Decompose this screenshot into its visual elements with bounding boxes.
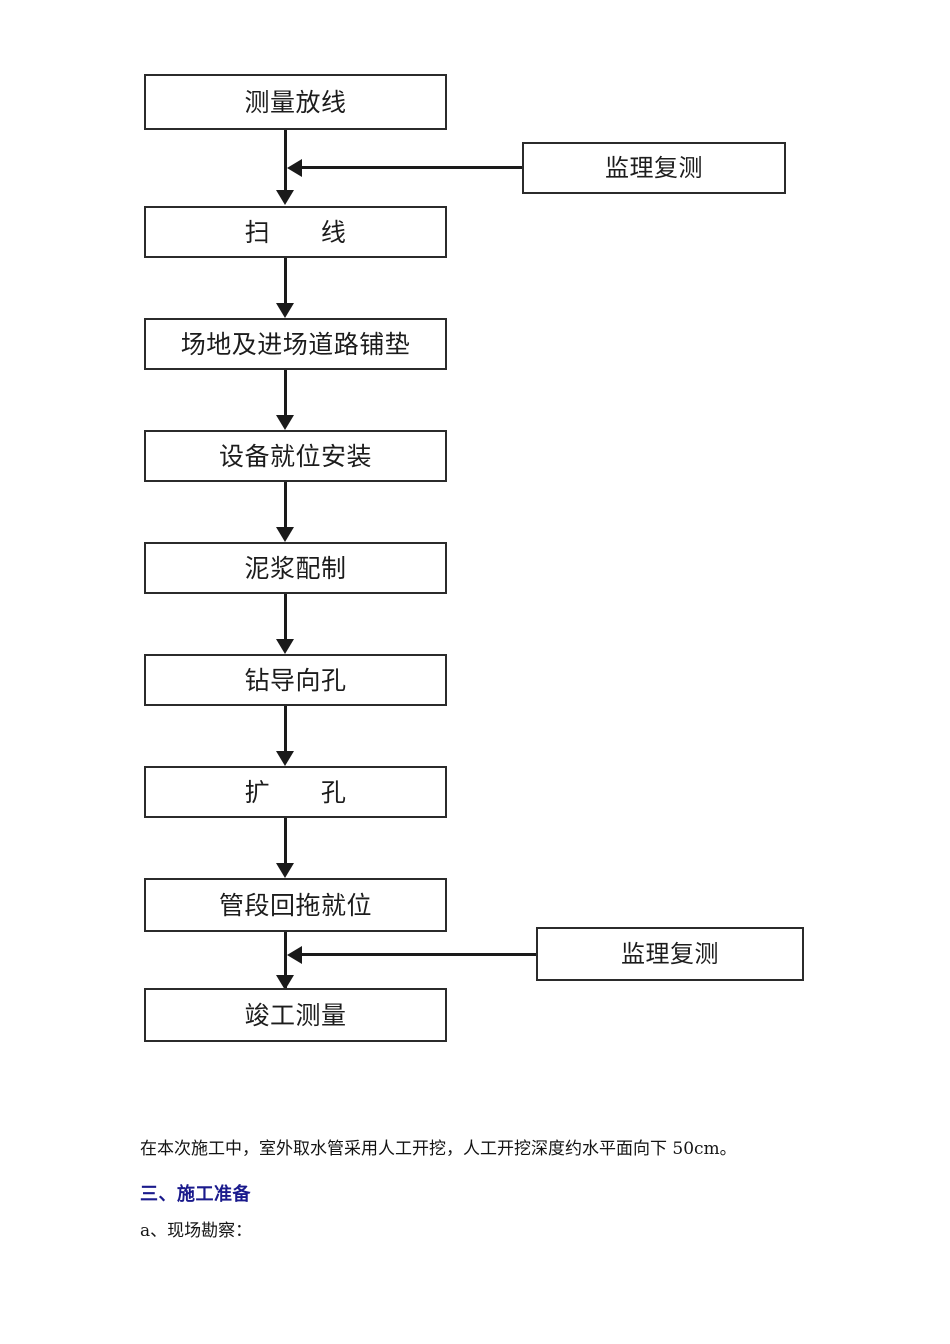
- connector-arrowhead-2: [276, 303, 294, 318]
- flow-node-label: 泥浆配制: [244, 553, 347, 583]
- side-connector-line-2: [296, 953, 536, 956]
- side-connector-arrowhead-2: [287, 946, 302, 964]
- connector-line-3: [284, 370, 287, 418]
- flow-node-measurement-setout[interactable]: 测量放线: [144, 74, 447, 130]
- connector-arrowhead-8: [276, 975, 294, 990]
- side-node-supervision-recheck-1[interactable]: 监理复测: [522, 142, 786, 194]
- flow-node-label: 竣工测量: [244, 1000, 347, 1030]
- flow-node-hole-reaming[interactable]: 扩 孔: [144, 766, 447, 818]
- connector-arrowhead-5: [276, 639, 294, 654]
- flow-node-drill-pilot-hole[interactable]: 钻导向孔: [144, 654, 447, 706]
- flow-node-mud-preparation[interactable]: 泥浆配制: [144, 542, 447, 594]
- flow-node-label: 管段回拖就位: [218, 890, 372, 920]
- side-connector-arrowhead-1: [287, 159, 302, 177]
- section-subitem: a、现场勘察：: [140, 1221, 253, 1242]
- body-paragraph: 在本次施工中，室外取水管采用人工开挖，人工开挖深度约水平面向下 50cm。: [140, 1139, 737, 1159]
- flow-node-as-built-survey[interactable]: 竣工测量: [144, 988, 447, 1042]
- process-flowchart: 测量放线 监理复测 扫 线 场地及进场道路铺垫 设备就位安装 泥浆配制 钻导向孔: [144, 74, 804, 1042]
- connector-line-2: [284, 258, 287, 306]
- flow-node-site-and-access-road-paving[interactable]: 场地及进场道路铺垫: [144, 318, 447, 370]
- flow-node-equipment-positioning-installation[interactable]: 设备就位安装: [144, 430, 447, 482]
- connector-arrowhead-1: [276, 190, 294, 205]
- connector-arrowhead-3: [276, 415, 294, 430]
- flow-node-label: 钻导向孔: [244, 665, 347, 695]
- connector-line-4: [284, 482, 287, 530]
- flow-node-label: 扫 线: [244, 217, 347, 247]
- flow-node-sweep-line[interactable]: 扫 线: [144, 206, 447, 258]
- connector-line-7: [284, 818, 287, 866]
- document-text-block: 在本次施工中，室外取水管采用人工开挖，人工开挖深度约水平面向下 50cm。 三、…: [140, 1136, 840, 1241]
- flow-node-label: 场地及进场道路铺垫: [180, 329, 411, 359]
- connector-arrowhead-4: [276, 527, 294, 542]
- connector-line-5: [284, 594, 287, 642]
- flow-node-label: 扩 孔: [244, 777, 347, 807]
- connector-line-6: [284, 706, 287, 754]
- flow-node-label: 测量放线: [244, 87, 347, 117]
- side-node-label: 监理复测: [621, 940, 719, 968]
- side-node-supervision-recheck-2[interactable]: 监理复测: [536, 927, 804, 981]
- connector-arrowhead-7: [276, 863, 294, 878]
- flow-node-label: 设备就位安装: [218, 441, 372, 471]
- side-connector-line-1: [296, 166, 522, 169]
- flow-node-pipe-pullback-positioning[interactable]: 管段回拖就位: [144, 878, 447, 932]
- section-heading: 三、施工准备: [140, 1184, 251, 1206]
- connector-arrowhead-6: [276, 751, 294, 766]
- connector-line-8: [284, 932, 287, 988]
- side-node-label: 监理复测: [605, 154, 703, 182]
- connector-line-1: [284, 130, 287, 192]
